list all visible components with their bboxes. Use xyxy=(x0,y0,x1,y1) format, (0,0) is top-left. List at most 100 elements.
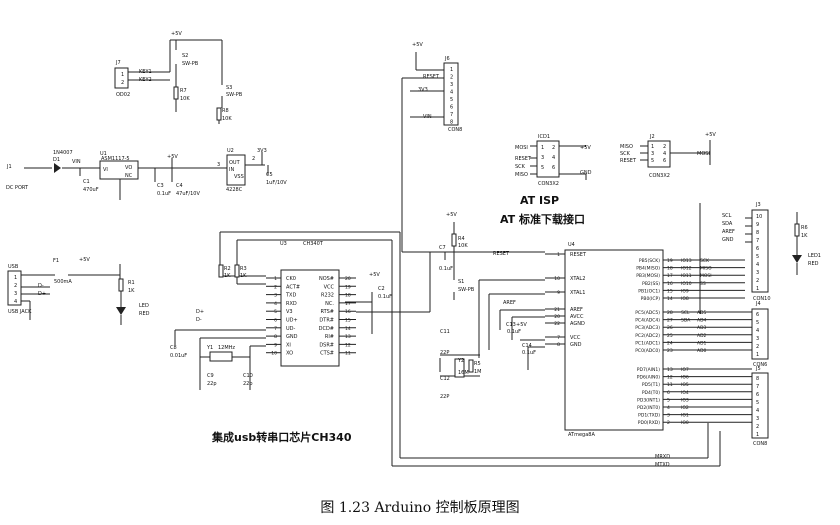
mcu-io-label: IO13 xyxy=(681,258,692,264)
j1-name: DC PORT xyxy=(6,185,29,191)
r2-ref: R2 xyxy=(224,266,231,272)
mcu-pin-num: 27 xyxy=(667,318,673,324)
y1-value: 12MHz xyxy=(218,345,235,351)
j7-pin1: 1 xyxy=(121,72,124,78)
net-key1: KEY1 xyxy=(139,69,152,75)
ch340-title: 集成usb转串口芯片CH340 xyxy=(211,430,352,444)
j3-pin-num: 1 xyxy=(756,286,759,292)
mcu-pin-num: 16 xyxy=(667,281,673,287)
mcu-pin-list: RESET1XTAL210XTAL19AREF21AVCC20AGND22VCC… xyxy=(545,252,752,426)
r1-value: 1K xyxy=(128,288,135,294)
j6-group: +5V J6 CON8 RESET 3V3 VIN xyxy=(412,42,462,133)
j3-ref: J3 xyxy=(755,202,761,208)
mcu-pin-num: 6 xyxy=(667,390,670,396)
u1-vo: VO xyxy=(125,165,132,171)
usb-name: USB JACK xyxy=(8,309,32,315)
isp-title: AT ISP xyxy=(520,194,559,207)
connector-j6 xyxy=(443,62,459,126)
ch340-pin-name: XO xyxy=(286,351,293,357)
mcu-pin-name: GND xyxy=(570,342,582,348)
r4-value: 10K xyxy=(458,243,468,249)
ch340-ref: U3 xyxy=(280,241,287,247)
c7-ref: C7 xyxy=(439,245,446,251)
diode-d1 xyxy=(54,163,61,173)
mcu-pin-name: PB4(MISO) xyxy=(636,266,660,272)
ch340-pin-num: 20 xyxy=(345,276,351,282)
j6-pin-num: 1 xyxy=(450,67,453,73)
j7-name: OD02 xyxy=(116,92,130,98)
mcu-pin-name: PD6(AIN0) xyxy=(637,375,660,381)
figure-caption: 图 1.23 Arduino 控制板原理图 xyxy=(320,500,519,516)
s2-part: SW-PB xyxy=(182,61,199,67)
mcu-pin-name: PC4(ADC4) xyxy=(635,318,660,324)
mcu-part: ATmega8A xyxy=(568,432,595,438)
power-supply-group: J1 DC PORT 1N4007 D1 VIN U1 ASM1117-5 VI… xyxy=(6,148,287,197)
c12-ref: C12 xyxy=(440,376,450,382)
mcu-group: U4 ATmega8A RESET1XTAL210XTAL19AREF21AVC… xyxy=(545,242,752,468)
u2-part: 4228C xyxy=(226,187,243,193)
mcu-io-label: IO11 xyxy=(681,273,692,279)
usb-vcc: +5V xyxy=(79,257,90,263)
aref-group: AREF C13 +5V 0.1uF C14 0.1uF xyxy=(503,300,536,356)
mcu-pin-name: AGND xyxy=(570,321,585,327)
j4-name: CON6 xyxy=(753,362,767,368)
y2-value: 16M xyxy=(458,370,469,376)
j1-ref: J1 xyxy=(6,164,12,170)
net-key2: KEY2 xyxy=(139,77,152,83)
j5-pin-num: 1 xyxy=(756,432,759,438)
mcu-pin-name: PB0(ICP) xyxy=(641,296,661,302)
usb-group: USB 1 2 3 4 USB JACK D- D+ F1 500mA +5V … xyxy=(7,257,150,317)
j3-name: CON10 xyxy=(753,296,771,302)
isp1-name: CON3X2 xyxy=(538,181,559,187)
d1-part: 1N4007 xyxy=(53,150,73,156)
j6-pin-num: 2 xyxy=(450,75,453,81)
c13-ref: C13 xyxy=(506,322,516,328)
j3-pin-num: 8 xyxy=(756,230,759,236)
mcu-pin-num: 19 xyxy=(667,258,673,264)
isp2-miso: MISO xyxy=(620,144,633,150)
j6-vcc: +5V xyxy=(412,42,423,48)
mcu-net-label: SDA xyxy=(681,318,691,324)
s1-part: SW-PB xyxy=(458,287,475,293)
r3-ref: R3 xyxy=(240,266,247,272)
s3-part: SW-PB xyxy=(226,92,243,98)
ch340-pin-num: 8 xyxy=(274,334,277,340)
c14-ref: C14 xyxy=(522,343,532,349)
c3-ref: C3 xyxy=(157,183,164,189)
led-13 xyxy=(792,255,802,263)
ch340-pin-name: RXD xyxy=(286,301,297,307)
ch340-pin-num: 7 xyxy=(274,326,277,332)
r4-ref: R4 xyxy=(458,236,465,242)
mcu-pin-num: 25 xyxy=(667,333,673,339)
mcu-pin-name: PD2(INT0) xyxy=(637,405,660,411)
connector-j5 xyxy=(751,372,769,439)
c9-value: 22p xyxy=(207,381,217,387)
ch340-pin-num: 19 xyxy=(345,284,351,290)
ch340-pin-num: 11 xyxy=(345,351,351,357)
wire-layer xyxy=(21,39,798,467)
connector-j7 xyxy=(114,67,129,89)
mcu-io-label: AD4 xyxy=(697,318,707,324)
ch340-pin-name: NOS# xyxy=(319,276,334,282)
mcu-pin-name: PB5(SCK) xyxy=(639,258,660,264)
isp-group: ICD1 CON3X2 MOSI RESET SCK MISO +5V GND … xyxy=(500,132,716,226)
isp1-sck: SCK xyxy=(515,164,526,170)
isp2-pin-num: 4 xyxy=(663,151,666,157)
mcu-io-label: IO8 xyxy=(681,296,689,302)
usb-pin3: 3 xyxy=(14,291,17,297)
j6-name: CON8 xyxy=(448,127,462,133)
ch340-pin-name: VCC xyxy=(324,284,335,290)
mcu-io-label: AD0 xyxy=(697,348,707,354)
resistor-r7 xyxy=(173,86,179,100)
r3-value: 1K xyxy=(240,273,247,279)
r5-ref: R5 xyxy=(474,361,481,367)
ch340-pin-name: R232 xyxy=(321,293,334,299)
ch340-pin-num: 17 xyxy=(345,301,351,307)
vin-label-1: VIN xyxy=(72,159,81,165)
ch340-pin-num: 13 xyxy=(345,334,351,340)
mcu-pin-name: PD5(T1) xyxy=(642,382,660,388)
connector-j3 xyxy=(751,209,769,293)
isp1-pin-num: 2 xyxy=(552,145,555,151)
ch340-pin-num: 18 xyxy=(345,293,351,299)
isp1-pin-num: 6 xyxy=(552,165,555,171)
